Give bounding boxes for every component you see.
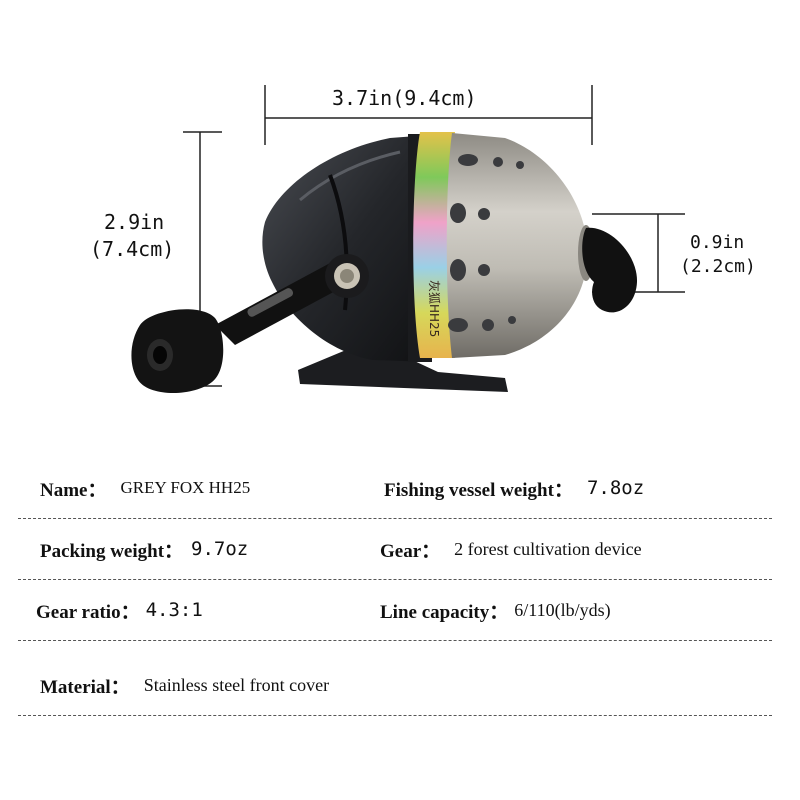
packing-weight-value: 9.7oz: [191, 538, 249, 560]
vessel-weight-value: 7.8oz: [586, 477, 645, 499]
band-text: 灰狐HH25: [427, 280, 441, 337]
line-capacity-value: 6/110(lb/yds): [514, 599, 611, 620]
packing-weight-label: Packing weight：: [40, 540, 184, 562]
name-label: Name：: [40, 479, 107, 501]
spec-name: Name： GREY FOX HH25: [40, 458, 250, 518]
gear-label: Gear：: [380, 540, 441, 562]
spec-material: Material： Stainless steel front cover: [40, 655, 329, 715]
vessel-weight-label: Fishing vessel weight：: [384, 479, 573, 501]
spec-vessel-weight: Fishing vessel weight： 7.8oz: [384, 458, 644, 518]
crank-handle-knob: [131, 309, 224, 393]
reel-foot: [298, 345, 508, 392]
material-value: Stainless steel front cover: [143, 674, 330, 695]
spec-line-capacity: Line capacity： 6/110(lb/yds): [380, 580, 611, 640]
line-release-knob: [582, 227, 638, 313]
opening-label-cm: (2.2cm): [680, 256, 756, 277]
spec-gear-ratio: Gear ratio： 4.3:1: [36, 580, 203, 640]
spec-packing-weight: Packing weight： 9.7oz: [40, 519, 248, 579]
spec-row-2: Packing weight： 9.7oz Gear： 2 forest cul…: [18, 519, 772, 580]
name-value: GREY FOX HH25: [120, 478, 251, 497]
spec-gear: Gear： 2 forest cultivation device: [380, 519, 642, 579]
line-capacity-label: Line capacity：: [380, 601, 509, 623]
spec-row-3: Gear ratio： 4.3:1 Line capacity： 6/110(l…: [18, 580, 772, 641]
height-label-cm: (7.4cm): [90, 237, 175, 261]
gear-value: 2 forest cultivation device: [454, 538, 642, 559]
height-label-in: 2.9in: [104, 210, 165, 234]
material-label: Material：: [40, 676, 130, 698]
spec-row-4: Material： Stainless steel front cover: [18, 655, 772, 716]
steel-front-cover: [446, 133, 585, 358]
opening-label-in: 0.9in: [690, 232, 745, 253]
gear-ratio-value: 4.3:1: [145, 599, 203, 621]
spec-row-1: Name： GREY FOX HH25 Fishing vessel weigh…: [18, 458, 772, 519]
cover-holes: [448, 154, 524, 332]
width-dimension: [264, 85, 593, 145]
width-label: 3.7in(9.4cm): [332, 86, 477, 110]
gear-ratio-label: Gear ratio：: [36, 601, 140, 623]
holographic-band: [413, 132, 455, 358]
reel-illustration: 灰狐HH25: [131, 85, 685, 393]
